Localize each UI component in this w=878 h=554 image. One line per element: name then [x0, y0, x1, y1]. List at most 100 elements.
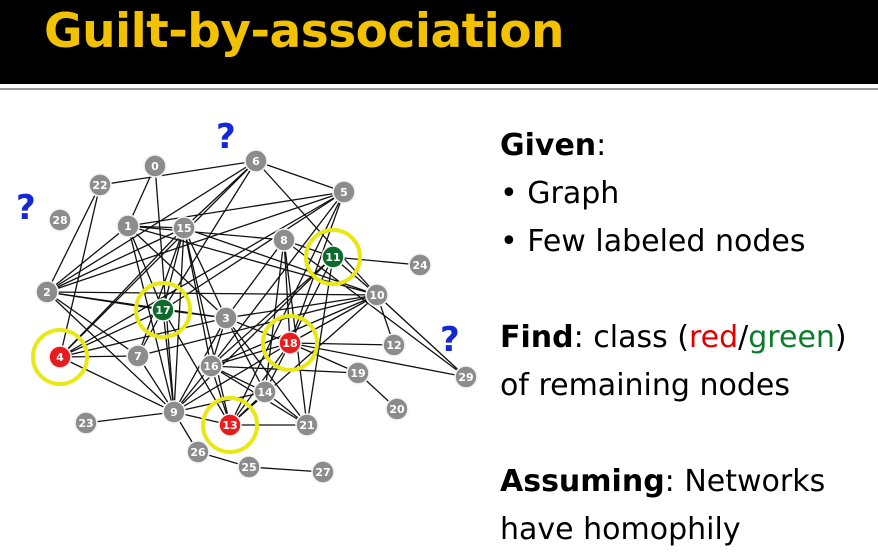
highlight-ring-13 [201, 396, 259, 454]
node-circle-15 [172, 216, 196, 240]
node-9: 9 [162, 400, 186, 424]
node-label-15: 15 [176, 222, 191, 235]
node-circle-9 [162, 400, 186, 424]
edge-2-17 [46, 291, 164, 311]
edge-4-9 [59, 356, 175, 413]
assuming-line-2: have homophily [500, 512, 741, 547]
edge-18-12 [289, 342, 395, 346]
graph-nodes: 0123456789101112131415161718192021222324… [35, 149, 478, 484]
node-label-11: 11 [325, 251, 340, 264]
node-3: 3 [214, 306, 238, 330]
node-label-17: 17 [155, 304, 170, 317]
node-label-25: 25 [241, 461, 256, 474]
question-mark-left: ? [16, 188, 36, 228]
node-10: 10 [365, 283, 389, 307]
node-label-2: 2 [43, 286, 51, 299]
edge-1-8 [127, 225, 285, 241]
node-25: 25 [237, 455, 261, 479]
node-label-6: 6 [252, 155, 260, 168]
given-colon: : [596, 128, 607, 163]
slide-title: Guilt-by-association [44, 4, 565, 59]
node-22: 22 [88, 173, 112, 197]
edge-2-9 [46, 291, 175, 413]
node-label-9: 9 [170, 406, 178, 419]
edge-4-17 [59, 309, 164, 358]
node-label-12: 12 [386, 339, 401, 352]
edge-8-29 [283, 239, 467, 378]
edge-15-3 [183, 227, 227, 319]
node-label-22: 22 [92, 179, 107, 192]
assuming-label: Assuming [500, 464, 665, 499]
edge-10-13 [229, 294, 378, 426]
node-circle-16 [199, 354, 223, 378]
edge-6-17 [162, 160, 257, 311]
node-1: 1 [116, 214, 140, 238]
node-label-14: 14 [257, 386, 273, 399]
node-circle-28 [48, 208, 72, 232]
node-5: 5 [332, 180, 356, 204]
edge-22-6 [99, 160, 257, 186]
edge-3-14 [225, 317, 266, 393]
node-circle-13 [218, 413, 242, 437]
node-label-7: 7 [134, 350, 142, 363]
node-17: 17 [151, 298, 175, 322]
edge-22-4 [59, 184, 101, 358]
node-circle-6 [244, 149, 268, 173]
find-slash: / [738, 320, 749, 355]
edge-7-10 [137, 294, 378, 357]
edge-5-1 [127, 191, 345, 227]
edge-8-3 [225, 239, 285, 319]
given-line: Given: [500, 122, 875, 170]
node-circle-11 [321, 245, 345, 269]
assuming-line: Assuming: Networks [500, 458, 875, 506]
edge-22-2 [46, 184, 101, 293]
node-14: 14 [253, 380, 277, 404]
question-mark-top: ? [216, 117, 236, 157]
find-post: ) [834, 320, 847, 355]
node-circle-7 [126, 344, 150, 368]
node-circle-2 [35, 280, 59, 304]
node-23: 23 [74, 411, 98, 435]
edge-9-23 [85, 411, 175, 424]
node-28: 28 [48, 208, 72, 232]
node-label-0: 0 [151, 160, 159, 173]
edge-8-18 [283, 239, 291, 344]
edge-3-21 [225, 317, 308, 426]
edge-6-15 [183, 160, 257, 229]
node-circle-5 [332, 180, 356, 204]
edge-18-19 [289, 342, 359, 374]
node-circle-27 [311, 460, 335, 484]
edge-15-2 [46, 227, 185, 293]
edge-10-18 [289, 294, 378, 344]
node-13: 13 [218, 413, 242, 437]
node-12: 12 [382, 333, 406, 357]
edge-8-14 [264, 239, 285, 393]
node-circle-29 [454, 365, 478, 389]
explanation-panel: Given: • Graph • Few labeled nodes Find:… [500, 122, 875, 554]
edge-4-7 [59, 355, 139, 358]
node-circle-18 [278, 331, 302, 355]
edge-18-9 [173, 342, 291, 413]
node-15: 15 [172, 216, 196, 240]
edge-10-16 [210, 294, 378, 367]
node-circle-23 [74, 411, 98, 435]
find-red-word: red [688, 320, 739, 355]
node-circle-26 [186, 440, 210, 464]
node-circle-12 [382, 333, 406, 357]
node-circle-21 [295, 413, 319, 437]
node-0: 0 [143, 154, 167, 178]
node-circle-8 [272, 228, 296, 252]
node-label-5: 5 [340, 186, 348, 199]
find-green-word: green [748, 320, 835, 355]
node-circle-22 [88, 173, 112, 197]
node-label-19: 19 [350, 367, 365, 380]
edge-15-16 [183, 227, 212, 367]
bullet-few-labeled: • Few labeled nodes [500, 224, 806, 259]
node-label-3: 3 [222, 312, 230, 325]
edge-15-9 [173, 227, 185, 413]
node-29: 29 [454, 365, 478, 389]
highlight-ring-18 [261, 314, 319, 372]
edge-17-13 [162, 309, 231, 426]
edge-18-29 [289, 342, 467, 378]
edge-1-3 [127, 225, 227, 319]
